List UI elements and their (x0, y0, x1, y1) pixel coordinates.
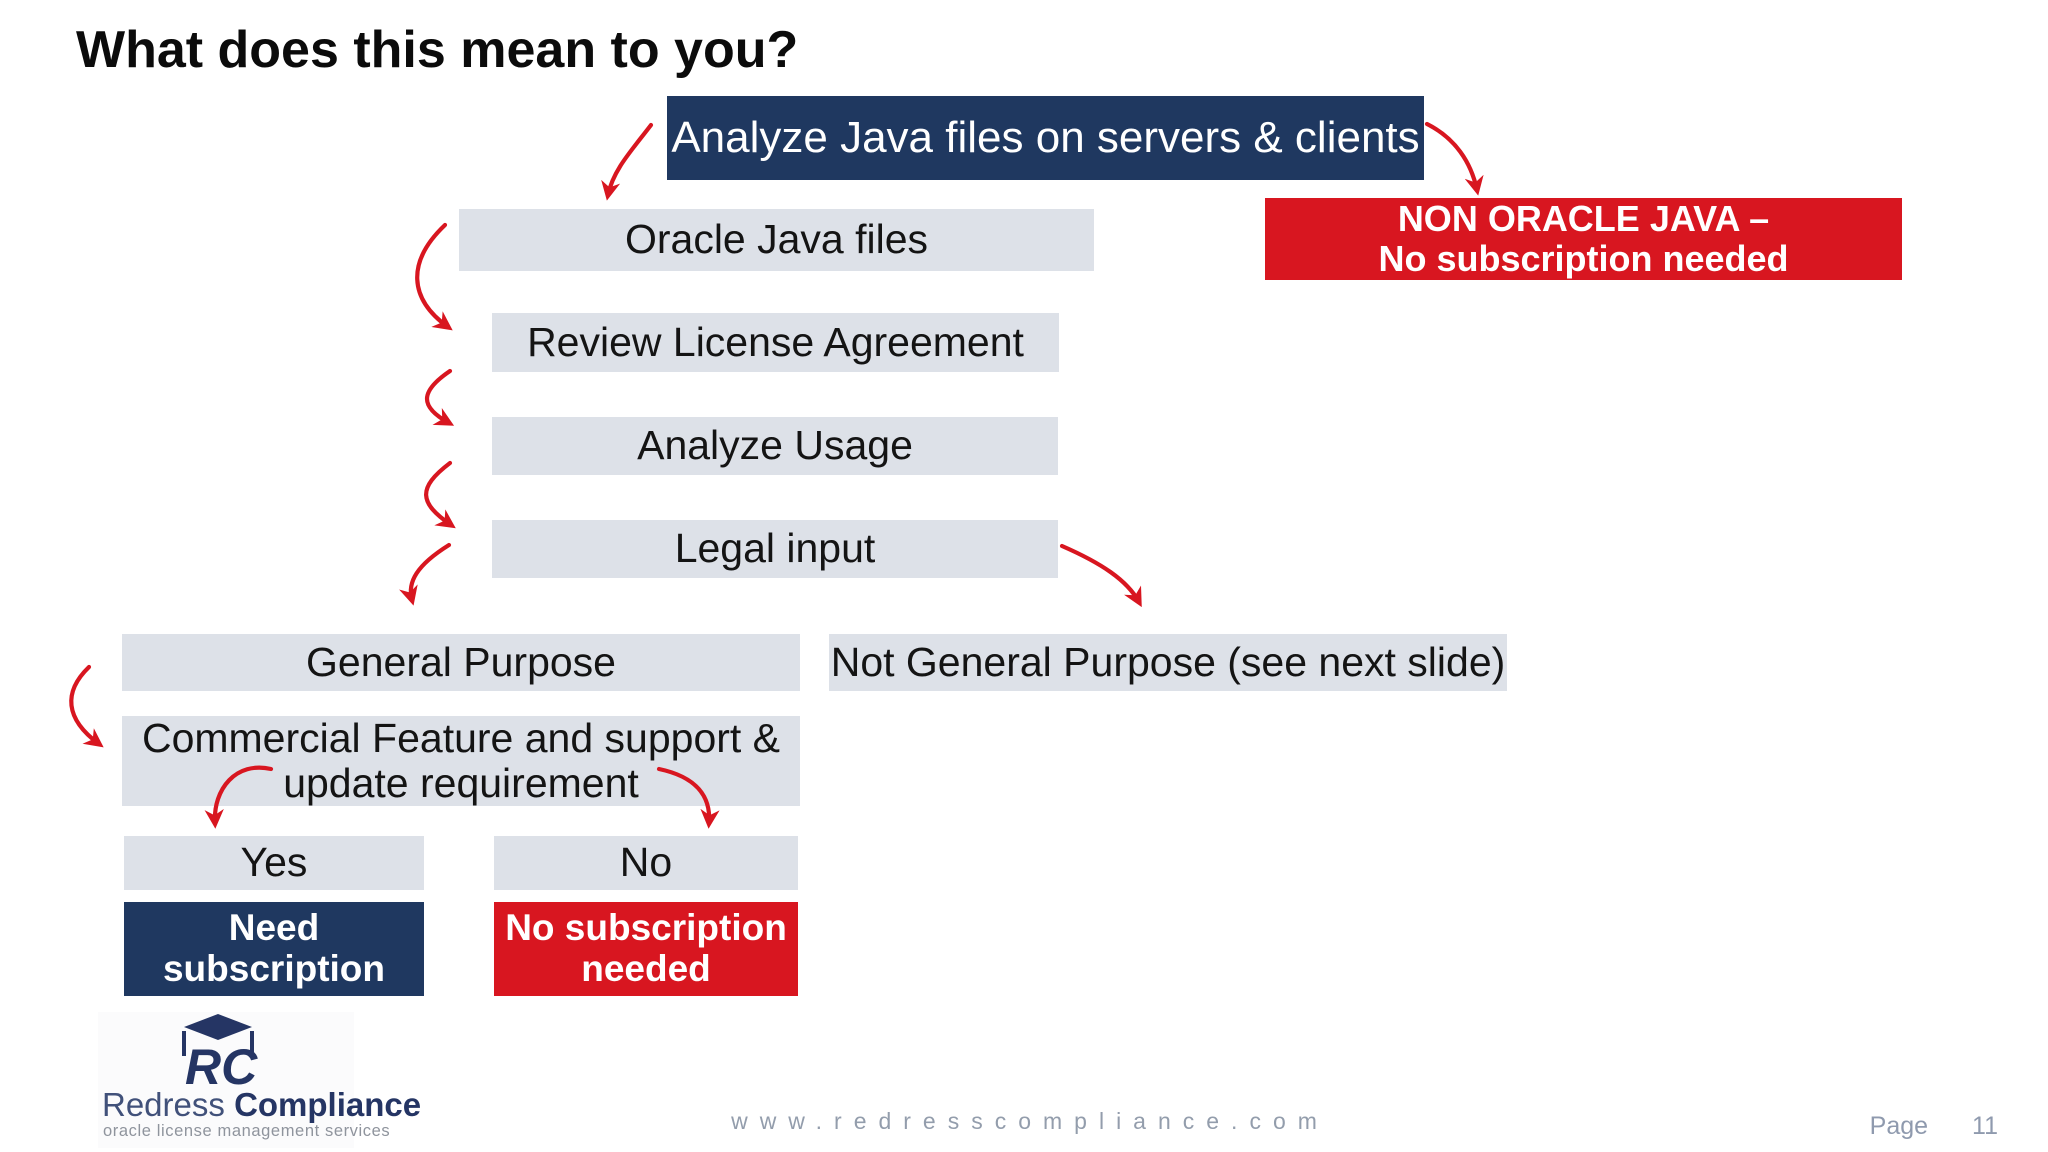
node-need-subscription-line1: Need (228, 907, 320, 949)
node-analyze-usage: Analyze Usage (492, 417, 1058, 475)
node-commercial-feature: Commercial Feature and support & update … (122, 714, 800, 806)
arrow-review-to-usage (424, 368, 455, 426)
node-no-subscription-needed-line2: needed (581, 948, 711, 989)
node-legal-input-label: Legal input (674, 525, 876, 572)
node-not-general-purpose: Not General Purpose (see next slide) (829, 634, 1507, 691)
company-logo: RC Redress Compliance oracle license man… (98, 1012, 421, 1148)
arrow-legal-to-general (399, 542, 452, 606)
node-general-purpose: General Purpose (122, 634, 800, 691)
logo-brand-name: Redress Compliance (102, 1086, 421, 1124)
node-analyze-java-files: Analyze Java files on servers & clients (667, 96, 1424, 180)
arrow-usage-to-legal (424, 460, 456, 529)
arrow-analyze-to-non-oracle (1424, 121, 1484, 196)
arrow-legal-to-not-general (1059, 543, 1142, 608)
node-legal-input: Legal input (492, 520, 1058, 578)
arrow-analyze-to-oracle (601, 122, 654, 201)
node-non-oracle-java-line1: NON ORACLE JAVA – (1397, 198, 1770, 240)
logo-cube-icon: RC (182, 1014, 258, 1088)
logo-brand-bold: Compliance (234, 1086, 422, 1123)
node-no-subscription-needed-line1: No subscription (505, 907, 787, 949)
page-number: 11 (1972, 1112, 1998, 1140)
node-no: No (494, 836, 798, 890)
node-need-subscription: Need subscription (124, 902, 424, 996)
logo-brand-light: Redress (102, 1086, 225, 1123)
node-yes: Yes (124, 836, 424, 890)
node-non-oracle-java: NON ORACLE JAVA – No subscription needed (1265, 198, 1902, 280)
node-analyze-java-files-label: Analyze Java files on servers & clients (671, 112, 1420, 162)
arrow-oracle-to-review (415, 222, 453, 331)
node-no-label: No (619, 839, 673, 886)
node-commercial-feature-line1: Commercial Feature and support & (141, 714, 781, 761)
node-yes-label: Yes (240, 839, 308, 886)
slide-title: What does this mean to you? (76, 21, 799, 79)
node-review-license-agreement-label: Review License Agreement (527, 318, 1024, 365)
node-not-general-purpose-label: Not General Purpose (see next slide) (830, 638, 1506, 685)
arrow-general-to-commercial (69, 664, 104, 748)
node-commercial-feature-line2: update requirement (283, 760, 639, 806)
node-non-oracle-java-line2: No subscription needed (1378, 238, 1789, 279)
node-analyze-usage-label: Analyze Usage (637, 422, 913, 469)
logo-monogram: RC (185, 1039, 258, 1088)
node-general-purpose-label: General Purpose (306, 638, 616, 685)
page-info: Page 11 (1870, 1112, 1998, 1141)
logo-tagline: oracle license management services (103, 1122, 391, 1140)
node-need-subscription-line2: subscription (162, 948, 386, 989)
node-review-license-agreement: Review License Agreement (492, 313, 1059, 372)
node-oracle-java-files-label: Oracle Java files (624, 216, 929, 263)
page-label: Page (1869, 1112, 1929, 1140)
footer-url: www.redresscompliance.com (731, 1108, 1329, 1134)
node-no-subscription-needed: No subscription needed (494, 902, 798, 996)
node-oracle-java-files: Oracle Java files (459, 209, 1094, 271)
